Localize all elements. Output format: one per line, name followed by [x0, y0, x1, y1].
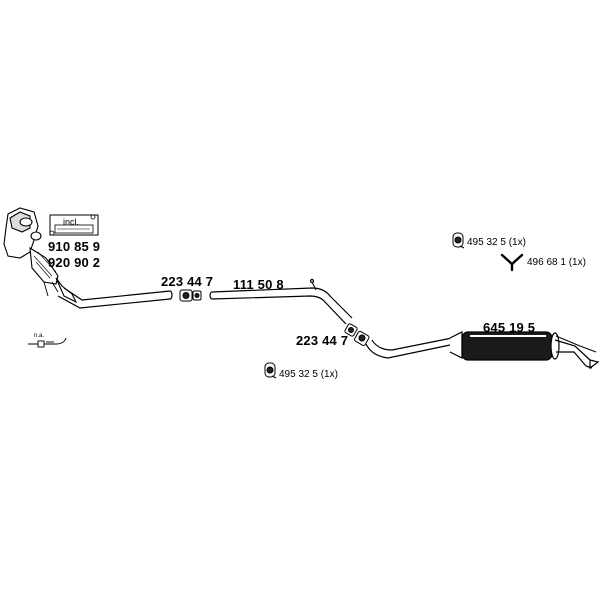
- part-number-rear-clamp: 223 44 7: [296, 333, 349, 348]
- part-number-middle-pipe: 111 50 8: [233, 277, 284, 292]
- front-pipe[interactable]: [57, 287, 173, 309]
- rear-clamp[interactable]: [344, 323, 370, 346]
- lambda-sensor[interactable]: [28, 337, 67, 348]
- y-hanger[interactable]: [500, 253, 524, 272]
- catalytic-converter[interactable]: [3, 207, 78, 304]
- rubber-hanger-top[interactable]: [452, 232, 465, 249]
- incl-label: incl.: [63, 217, 80, 227]
- hanger-bottom-label: 495 32 5 (1x): [279, 369, 338, 380]
- part-number-front-clamp: 223 44 7: [161, 274, 214, 289]
- sensor-note: n.a.: [34, 333, 45, 339]
- y-hanger-label: 496 68 1 (1x): [527, 257, 586, 268]
- part-number-910-85-9: 910 85 9: [48, 239, 101, 254]
- fittings-kit-box[interactable]: [49, 214, 99, 236]
- part-number-rear-muffler: 645 19 5: [483, 320, 536, 335]
- hanger-top-label: 495 32 5 (1x): [467, 237, 526, 248]
- part-number-920-90-2: 920 90 2: [48, 255, 101, 270]
- rubber-hanger-bottom[interactable]: [264, 362, 277, 379]
- front-clamp[interactable]: [179, 289, 202, 302]
- rear-muffler[interactable]: [365, 331, 600, 370]
- middle-pipe[interactable]: [209, 278, 353, 325]
